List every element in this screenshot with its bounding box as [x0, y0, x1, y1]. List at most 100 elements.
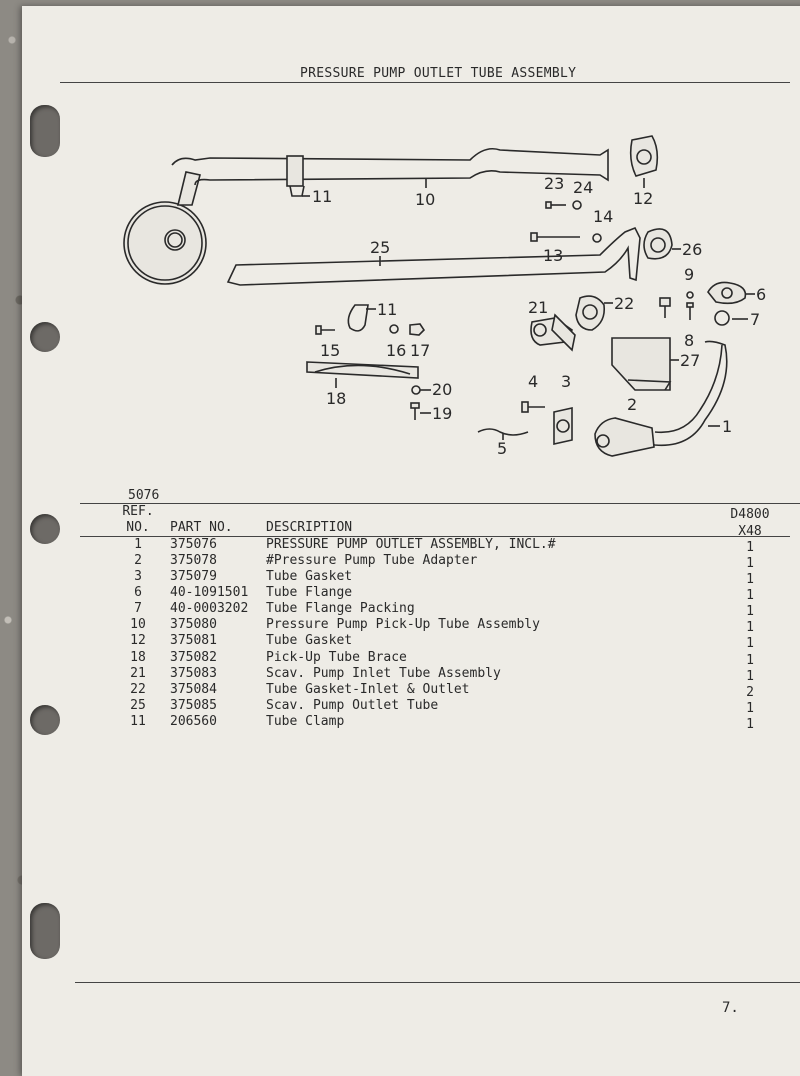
flange-and-packing-drawing	[659, 281, 747, 326]
row-part-no: 40-0003202	[170, 601, 249, 616]
header-model-code: X48	[738, 524, 762, 539]
exploded-parts-diagram: 11 10 23 24 14 12 25 13 26 9 6 7 8 21 22…	[123, 135, 766, 458]
row-qty: 1	[746, 653, 754, 668]
table-row: 11 206560 Tube Clamp 1	[0, 714, 790, 732]
row-qty: 1	[746, 669, 754, 684]
binder-hole	[30, 705, 60, 735]
row-part-no: 40-1091501	[170, 585, 249, 600]
clamp-hardware-drawing	[315, 304, 426, 336]
header-part-no: PART NO.	[170, 520, 233, 535]
row-description: Tube Gasket	[266, 569, 353, 584]
row-ref: 12	[130, 633, 146, 648]
row-ref: 25	[130, 698, 146, 713]
callout-11-top: 11	[312, 187, 332, 206]
washer-bolt-drawing	[410, 385, 421, 420]
callout-14: 14	[593, 207, 613, 226]
callout-19: 19	[432, 404, 452, 423]
footer-rule	[75, 982, 800, 983]
table-header-rule	[80, 536, 790, 537]
callout-10: 10	[415, 190, 435, 209]
row-ref: 2	[134, 553, 142, 568]
callout-1: 1	[722, 417, 732, 436]
table-row: 7 40-0003202 Tube Flange Packing 1	[0, 601, 790, 619]
table-row: 25 375085 Scav. Pump Outlet Tube 1	[0, 698, 790, 716]
page-number: 7.	[722, 1000, 739, 1016]
callout-15: 15	[320, 341, 340, 360]
tube-gasket-12-drawing	[629, 135, 659, 177]
callout-3: 3	[561, 372, 571, 391]
binder-hole	[30, 322, 60, 352]
table-row: 1 375076 PRESSURE PUMP OUTLET ASSEMBLY, …	[0, 537, 790, 555]
row-part-no: 375078	[170, 553, 217, 568]
row-description: Tube Gasket	[266, 633, 353, 648]
row-qty: 2	[746, 685, 754, 700]
callout-27: 27	[680, 351, 700, 370]
parts-catalog-page	[22, 6, 800, 1076]
pickup-tube-assembly-drawing	[123, 147, 609, 285]
row-part-no: 375082	[170, 650, 217, 665]
pickup-tube-brace-drawing	[306, 361, 419, 379]
row-qty: 1	[746, 588, 754, 603]
table-top-rule	[80, 503, 800, 504]
row-description: PRESSURE PUMP OUTLET ASSEMBLY, INCL.#	[266, 537, 556, 552]
row-ref: 6	[134, 585, 142, 600]
header-model: D4800	[730, 507, 770, 522]
callout-7: 7	[750, 310, 760, 329]
row-description: Scav. Pump Outlet Tube	[266, 698, 439, 713]
callout-26: 26	[682, 240, 702, 259]
row-ref: 11	[130, 714, 146, 729]
table-row: 18 375082 Pick-Up Tube Brace 1	[0, 650, 790, 668]
header-description: DESCRIPTION	[266, 520, 353, 535]
row-part-no: 375085	[170, 698, 217, 713]
row-part-no: 375083	[170, 666, 217, 681]
row-ref: 1	[134, 537, 142, 552]
callout-18: 18	[326, 389, 346, 408]
scavenge-inlet-tube-drawing	[530, 295, 606, 352]
callout-2: 2	[627, 395, 637, 414]
row-part-no: 375079	[170, 569, 217, 584]
gasket-26-drawing	[643, 228, 673, 260]
row-qty: 1	[746, 556, 754, 571]
table-row: 6 40-1091501 Tube Flange 1	[0, 585, 790, 603]
row-description: Tube Gasket-Inlet & Outlet	[266, 682, 470, 697]
pressure-pump-outlet-assembly-drawing	[594, 340, 728, 457]
row-ref: 7	[134, 601, 142, 616]
binder-hole	[30, 903, 60, 959]
binder-hole	[30, 514, 60, 544]
table-row: 10 375080 Pressure Pump Pick-Up Tube Ass…	[0, 617, 790, 635]
callout-8: 8	[684, 331, 694, 350]
table-row: 2 375078 #Pressure Pump Tube Adapter 1	[0, 553, 790, 571]
title-rule	[60, 82, 790, 83]
row-part-no: 375081	[170, 633, 217, 648]
row-description: Pressure Pump Pick-Up Tube Assembly	[266, 617, 540, 632]
callout-4: 4	[528, 372, 538, 391]
row-description: #Pressure Pump Tube Adapter	[266, 553, 478, 568]
row-description: Tube Flange Packing	[266, 601, 415, 616]
header-ref: REF.	[122, 504, 154, 519]
row-ref: 22	[130, 682, 146, 697]
row-ref: 18	[130, 650, 146, 665]
callout-12: 12	[633, 189, 653, 208]
table-row: 3 375079 Tube Gasket 1	[0, 569, 790, 587]
callout-24: 24	[573, 178, 593, 197]
row-description: Pick-Up Tube Brace	[266, 650, 407, 665]
table-row: 22 375084 Tube Gasket-Inlet & Outlet 2	[0, 682, 790, 700]
callout-5: 5	[497, 439, 507, 458]
binder-hole	[30, 105, 60, 157]
row-qty: 1	[746, 636, 754, 651]
table-row: 21 375083 Scav. Pump Inlet Tube Assembly…	[0, 666, 790, 684]
callout-6: 6	[756, 285, 766, 304]
adapter-hardware-drawing	[477, 401, 573, 445]
bracket-27-drawing	[611, 337, 672, 391]
row-ref: 3	[134, 569, 142, 584]
bolts-drawing	[530, 200, 602, 243]
group-code: 5076	[128, 488, 160, 503]
row-part-no: 375080	[170, 617, 217, 632]
row-ref: 10	[130, 617, 146, 632]
row-qty: 1	[746, 701, 754, 716]
row-part-no: 375076	[170, 537, 217, 552]
callout-22: 22	[614, 294, 634, 313]
callout-20: 20	[432, 380, 452, 399]
row-ref: 21	[130, 666, 146, 681]
callout-13: 13	[543, 246, 563, 265]
